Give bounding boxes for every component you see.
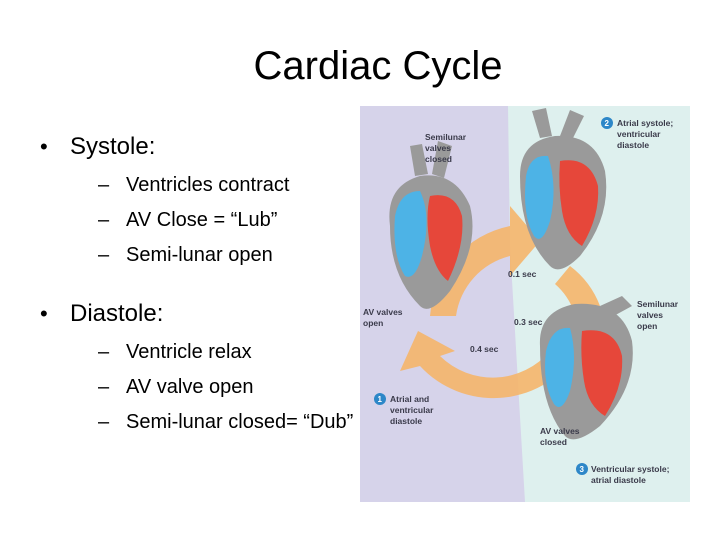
svg-text:1: 1 xyxy=(378,395,383,404)
svg-text:Atrial systole;: Atrial systole; xyxy=(617,118,673,128)
list-item: –AV valve open xyxy=(98,370,370,405)
heart-atrial-systole xyxy=(520,108,607,270)
list-item-text: AV valve open xyxy=(126,376,254,398)
list-item: –Semi-lunar open xyxy=(98,238,370,273)
svg-text:Ventricular systole;: Ventricular systole; xyxy=(591,464,670,474)
dash-marker: – xyxy=(98,411,110,433)
bullet-label-systole: Systole: xyxy=(70,133,156,160)
bullet-list: • Systole: –Ventricles contract –AV Clos… xyxy=(40,130,370,440)
dash-marker: – xyxy=(98,376,110,398)
dash-marker: – xyxy=(98,244,110,266)
list-item: –Ventricles contract xyxy=(98,168,370,203)
heart-ventricular-systole xyxy=(539,296,633,440)
list-item: –Semi-lunar closed= “Dub” xyxy=(98,405,370,440)
svg-text:Semilunar: Semilunar xyxy=(425,132,467,142)
bullet-dot: • xyxy=(40,301,48,326)
svg-text:ventricular: ventricular xyxy=(617,129,661,139)
time-label-0-4: 0.4 sec xyxy=(470,344,499,354)
bullet-label-diastole: Diastole: xyxy=(70,300,164,327)
cardiac-cycle-svg: Semilunar valves closed AV valves open S… xyxy=(360,106,690,502)
svg-text:AV valves: AV valves xyxy=(540,426,580,436)
svg-text:closed: closed xyxy=(425,154,452,164)
slide-title: Cardiac Cycle xyxy=(0,44,720,89)
step-3: 3 Ventricular systole; atrial diastole xyxy=(576,463,670,485)
bullet-systole: • Systole: xyxy=(40,130,370,164)
svg-text:atrial diastole: atrial diastole xyxy=(591,475,646,485)
bullet-diastole: • Diastole: xyxy=(40,297,370,331)
label-av-closed: AV valves closed xyxy=(540,426,580,447)
step-badge xyxy=(374,393,386,405)
cycle-arrow-bottom xyxy=(400,331,575,399)
time-label-0-1: 0.1 sec xyxy=(508,269,537,279)
svg-text:2: 2 xyxy=(605,119,610,128)
svg-text:Semilunar: Semilunar xyxy=(637,299,679,309)
dash-marker: – xyxy=(98,209,110,231)
svg-text:Atrial and: Atrial and xyxy=(390,394,429,404)
list-item: –AV Close = “Lub” xyxy=(98,203,370,238)
list-item-text: Ventricles contract xyxy=(126,174,290,196)
svg-text:closed: closed xyxy=(540,437,567,447)
cycle-arrow-right xyxy=(555,266,600,312)
list-item-text: Semi-lunar open xyxy=(126,244,273,266)
time-label-0-3: 0.3 sec xyxy=(514,317,543,327)
step-1: 1 Atrial and ventricular diastole xyxy=(374,393,434,426)
svg-text:AV valves: AV valves xyxy=(363,307,403,317)
dash-marker: – xyxy=(98,341,110,363)
step-badge xyxy=(576,463,588,475)
cardiac-cycle-diagram: Semilunar valves closed AV valves open S… xyxy=(360,106,690,502)
label-semilunar-open: Semilunar valves open xyxy=(637,299,679,331)
list-item-text: AV Close = “Lub” xyxy=(126,209,278,231)
bullet-dot: • xyxy=(40,134,48,159)
list-item: –Ventricle relax xyxy=(98,335,370,370)
cycle-arrow-top xyxy=(430,206,540,316)
step-2: 2 Atrial systole; ventricular diastole xyxy=(601,117,673,150)
svg-text:ventricular: ventricular xyxy=(390,405,434,415)
list-item-text: Semi-lunar closed= “Dub” xyxy=(126,411,354,433)
svg-text:open: open xyxy=(637,321,657,331)
svg-text:valves: valves xyxy=(637,310,663,320)
heart-diastole-top xyxy=(389,141,473,309)
sub-list-systole: –Ventricles contract –AV Close = “Lub” –… xyxy=(98,168,370,273)
svg-text:valves: valves xyxy=(425,143,451,153)
svg-text:diastole: diastole xyxy=(390,416,422,426)
svg-text:open: open xyxy=(363,318,383,328)
label-semilunar-closed: Semilunar valves closed xyxy=(425,132,467,164)
list-item-text: Ventricle relax xyxy=(126,341,252,363)
step-badge xyxy=(601,117,613,129)
slide-title-text: Cardiac Cycle xyxy=(253,44,503,88)
sub-list-diastole: –Ventricle relax –AV valve open –Semi-lu… xyxy=(98,335,370,440)
label-av-open: AV valves open xyxy=(363,307,403,328)
dash-marker: – xyxy=(98,174,110,196)
svg-text:3: 3 xyxy=(580,465,585,474)
svg-text:diastole: diastole xyxy=(617,140,649,150)
